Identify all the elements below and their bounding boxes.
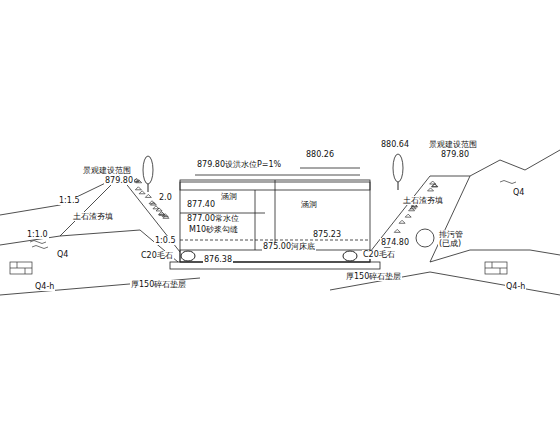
soil-code: Q4-h [34, 282, 55, 291]
sewer-pipe [416, 229, 434, 247]
tree-trunk [148, 184, 149, 192]
soil-code: Q4-h [505, 282, 526, 291]
gravel-bedding [170, 262, 380, 269]
tree [393, 154, 403, 182]
water-level: 877.00常水位 [186, 214, 240, 223]
scope-label: 景观建设范围 [428, 140, 478, 149]
flood-line [195, 175, 360, 176]
elevation: 880.64 [380, 140, 410, 149]
ground-line [470, 150, 560, 176]
elevation: 874.80 [380, 238, 410, 247]
scope-label: 景观建设范围 [82, 166, 132, 175]
mid-wall [275, 180, 276, 250]
rock-symbol [10, 262, 32, 274]
rubble-stone [343, 251, 357, 261]
ground-line [0, 278, 200, 295]
pipe-note: (已成) [438, 239, 462, 248]
top-line [430, 176, 470, 177]
rubble-stone [181, 251, 195, 261]
bedding-note: 厚150碎石垫层 [130, 280, 187, 289]
slope-line [370, 176, 430, 252]
slope-line [430, 176, 470, 262]
elevation: 875.23 [312, 230, 342, 239]
water-line [180, 240, 370, 241]
elevation: 879.80 [104, 176, 134, 185]
soil-symbol [500, 181, 516, 184]
rock-symbol [485, 262, 507, 274]
fill-note: 土石渣夯填 [72, 212, 114, 221]
culvert-body [180, 180, 370, 262]
rock-symbol [485, 262, 507, 274]
slope-ratio: 1:1.5 [58, 196, 81, 205]
joint-note: M10砂浆勾缝 [188, 225, 239, 234]
soil-symbol [30, 241, 48, 249]
part-name: 涵洞 [300, 200, 318, 209]
bedding-note: 厚150碎石垫层 [345, 272, 402, 281]
elevation: 876.38 [203, 255, 233, 264]
fill-texture [133, 178, 438, 247]
dimension: 2.0 [158, 193, 173, 202]
rock-symbol [10, 262, 32, 274]
tree-trunk [398, 182, 399, 190]
slope-line [60, 176, 120, 236]
elevation: 880.26 [305, 150, 335, 159]
slope-ratio: 1:0.5 [154, 236, 177, 245]
tree [143, 156, 153, 184]
material-note: C20毛石 [140, 251, 174, 260]
part-name: 涵洞 [220, 192, 238, 201]
soil-code: Q4 [512, 188, 525, 197]
ground-line [0, 176, 120, 215]
inner-line [255, 190, 256, 250]
fill-note: 土石渣夯填 [402, 196, 444, 205]
top-line [300, 168, 360, 169]
slope-ratio: 1:1.0 [26, 230, 49, 239]
pipe-name: 排污管 [438, 230, 464, 239]
ground-line [430, 250, 560, 262]
ground-line [330, 272, 560, 295]
flood-level: 879.80设洪水位P=1% [196, 160, 282, 169]
soil-code: Q4 [56, 250, 69, 259]
elevation: 877.40 [186, 200, 216, 209]
ground-line [0, 230, 178, 262]
slope-line [120, 176, 180, 252]
elevation: 879.80 [440, 150, 470, 159]
material-note: C20毛石 [362, 250, 396, 259]
bed-level: 875.00河床底 [262, 242, 316, 251]
